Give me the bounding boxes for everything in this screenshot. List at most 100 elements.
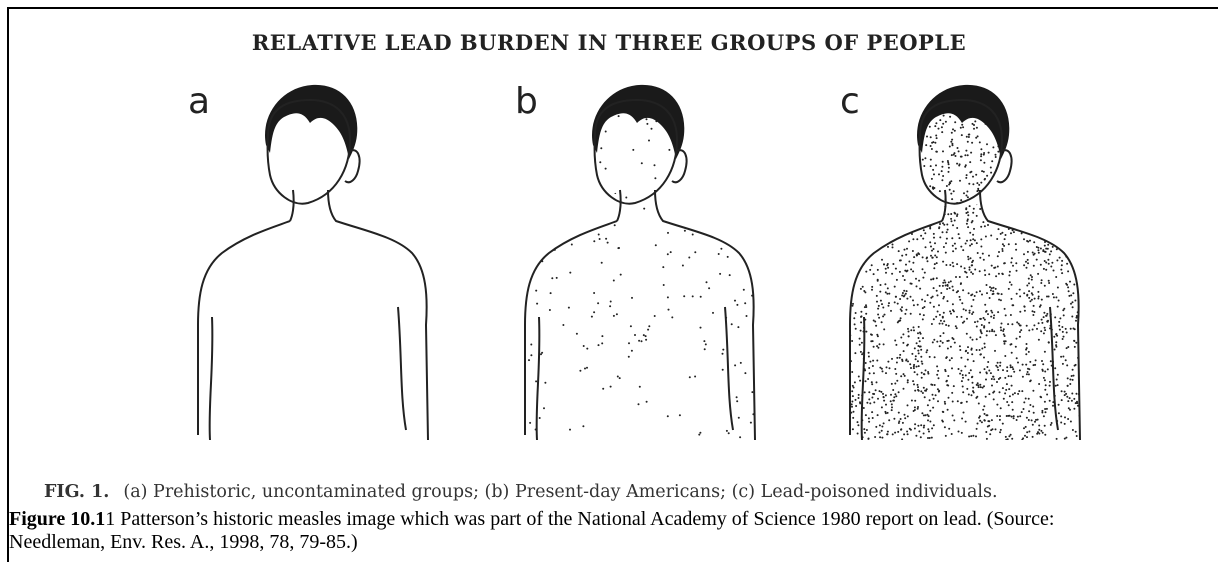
- lead-dot: [593, 311, 595, 313]
- lead-dot: [1045, 384, 1047, 386]
- lead-dot: [940, 292, 942, 294]
- lead-dot: [984, 343, 986, 345]
- lead-dot: [630, 325, 632, 327]
- lead-dot: [922, 159, 924, 161]
- lead-dot: [976, 428, 978, 430]
- lead-dot: [874, 142, 876, 144]
- lead-dot: [878, 94, 880, 96]
- lead-dot: [868, 391, 870, 393]
- lead-dot: [1073, 133, 1075, 135]
- lead-dots-b: [523, 95, 756, 438]
- lead-dot: [858, 126, 860, 128]
- lead-dot: [991, 330, 993, 332]
- lead-dot: [1012, 409, 1014, 411]
- lead-dot: [953, 154, 955, 156]
- lead-dot: [930, 246, 932, 248]
- lead-dot: [924, 202, 926, 204]
- lead-dot: [892, 244, 894, 246]
- lead-dot: [897, 303, 899, 305]
- lead-dot: [1034, 421, 1036, 423]
- lead-dot: [1009, 415, 1011, 417]
- lead-dot: [1053, 270, 1055, 272]
- lead-dot: [851, 390, 853, 392]
- lead-dot: [857, 220, 859, 222]
- lead-dot: [1033, 265, 1035, 267]
- lead-dot: [890, 125, 892, 127]
- lead-dot: [965, 243, 967, 245]
- lead-dot: [852, 180, 854, 182]
- lead-dot: [979, 384, 981, 386]
- lead-dot: [927, 437, 929, 439]
- lead-dot: [918, 280, 920, 282]
- lead-dot: [950, 346, 952, 348]
- lead-dot: [1061, 326, 1063, 328]
- lead-dot: [1065, 204, 1067, 206]
- lead-dot: [682, 265, 684, 267]
- lead-dot: [976, 215, 978, 217]
- lead-dot: [989, 433, 991, 435]
- lead-dot: [986, 310, 988, 312]
- lead-dot: [967, 218, 969, 220]
- lead-dot: [991, 378, 993, 380]
- lead-dot: [917, 304, 919, 306]
- lead-dot: [895, 296, 897, 298]
- lead-dot: [912, 250, 914, 252]
- lead-dot: [902, 342, 904, 344]
- lead-dot: [922, 392, 924, 394]
- lead-dot: [882, 227, 884, 229]
- lead-dot: [1058, 325, 1060, 327]
- lead-dot: [1049, 253, 1051, 255]
- lead-dot: [1072, 124, 1074, 126]
- lead-dot: [584, 152, 586, 154]
- lead-dot: [857, 433, 859, 435]
- lead-dot: [1031, 419, 1033, 421]
- lead-dot: [944, 282, 946, 284]
- lead-dot: [698, 434, 700, 436]
- lead-dot: [871, 207, 873, 209]
- lead-dot: [1035, 193, 1037, 195]
- lead-dot: [735, 176, 737, 178]
- body-outline: [525, 190, 755, 440]
- lead-dot: [853, 411, 855, 413]
- lead-dot: [961, 302, 963, 304]
- lead-dot: [1040, 330, 1042, 332]
- lead-dot: [1044, 260, 1046, 262]
- lead-dot: [914, 144, 916, 146]
- lead-dot: [991, 419, 993, 421]
- lead-dot: [850, 144, 852, 146]
- lead-dot: [1006, 216, 1008, 218]
- lead-dot: [1031, 170, 1033, 172]
- lead-dot: [726, 430, 728, 432]
- lead-dot: [597, 191, 599, 193]
- lead-dot: [1008, 243, 1010, 245]
- lead-dot: [982, 409, 984, 411]
- lead-dot: [1013, 415, 1015, 417]
- lead-dot: [907, 142, 909, 144]
- lead-dot: [1055, 341, 1057, 343]
- lead-dot: [933, 398, 935, 400]
- lead-dot: [867, 205, 869, 207]
- lead-dot: [1063, 336, 1065, 338]
- lead-dot: [961, 402, 963, 404]
- lead-dot: [1010, 128, 1012, 130]
- lead-dot: [990, 167, 992, 169]
- lead-dot: [905, 254, 907, 256]
- lead-dot: [864, 174, 866, 176]
- lead-dot: [992, 213, 994, 215]
- lead-dot: [871, 286, 873, 288]
- lead-dot: [917, 332, 919, 334]
- lead-dot: [936, 207, 938, 209]
- lead-dot: [980, 331, 982, 333]
- lead-dot: [876, 360, 878, 362]
- lead-dot: [1038, 98, 1040, 100]
- lead-dot: [525, 285, 527, 287]
- lead-dot: [712, 312, 714, 314]
- lead-dot: [847, 229, 849, 231]
- lead-dot: [855, 405, 857, 407]
- lead-dot: [865, 217, 867, 219]
- lead-dot: [864, 133, 866, 135]
- lead-dot: [855, 227, 857, 229]
- lead-dot: [1031, 136, 1033, 138]
- lead-dot: [1036, 259, 1038, 261]
- lead-dot: [887, 431, 889, 433]
